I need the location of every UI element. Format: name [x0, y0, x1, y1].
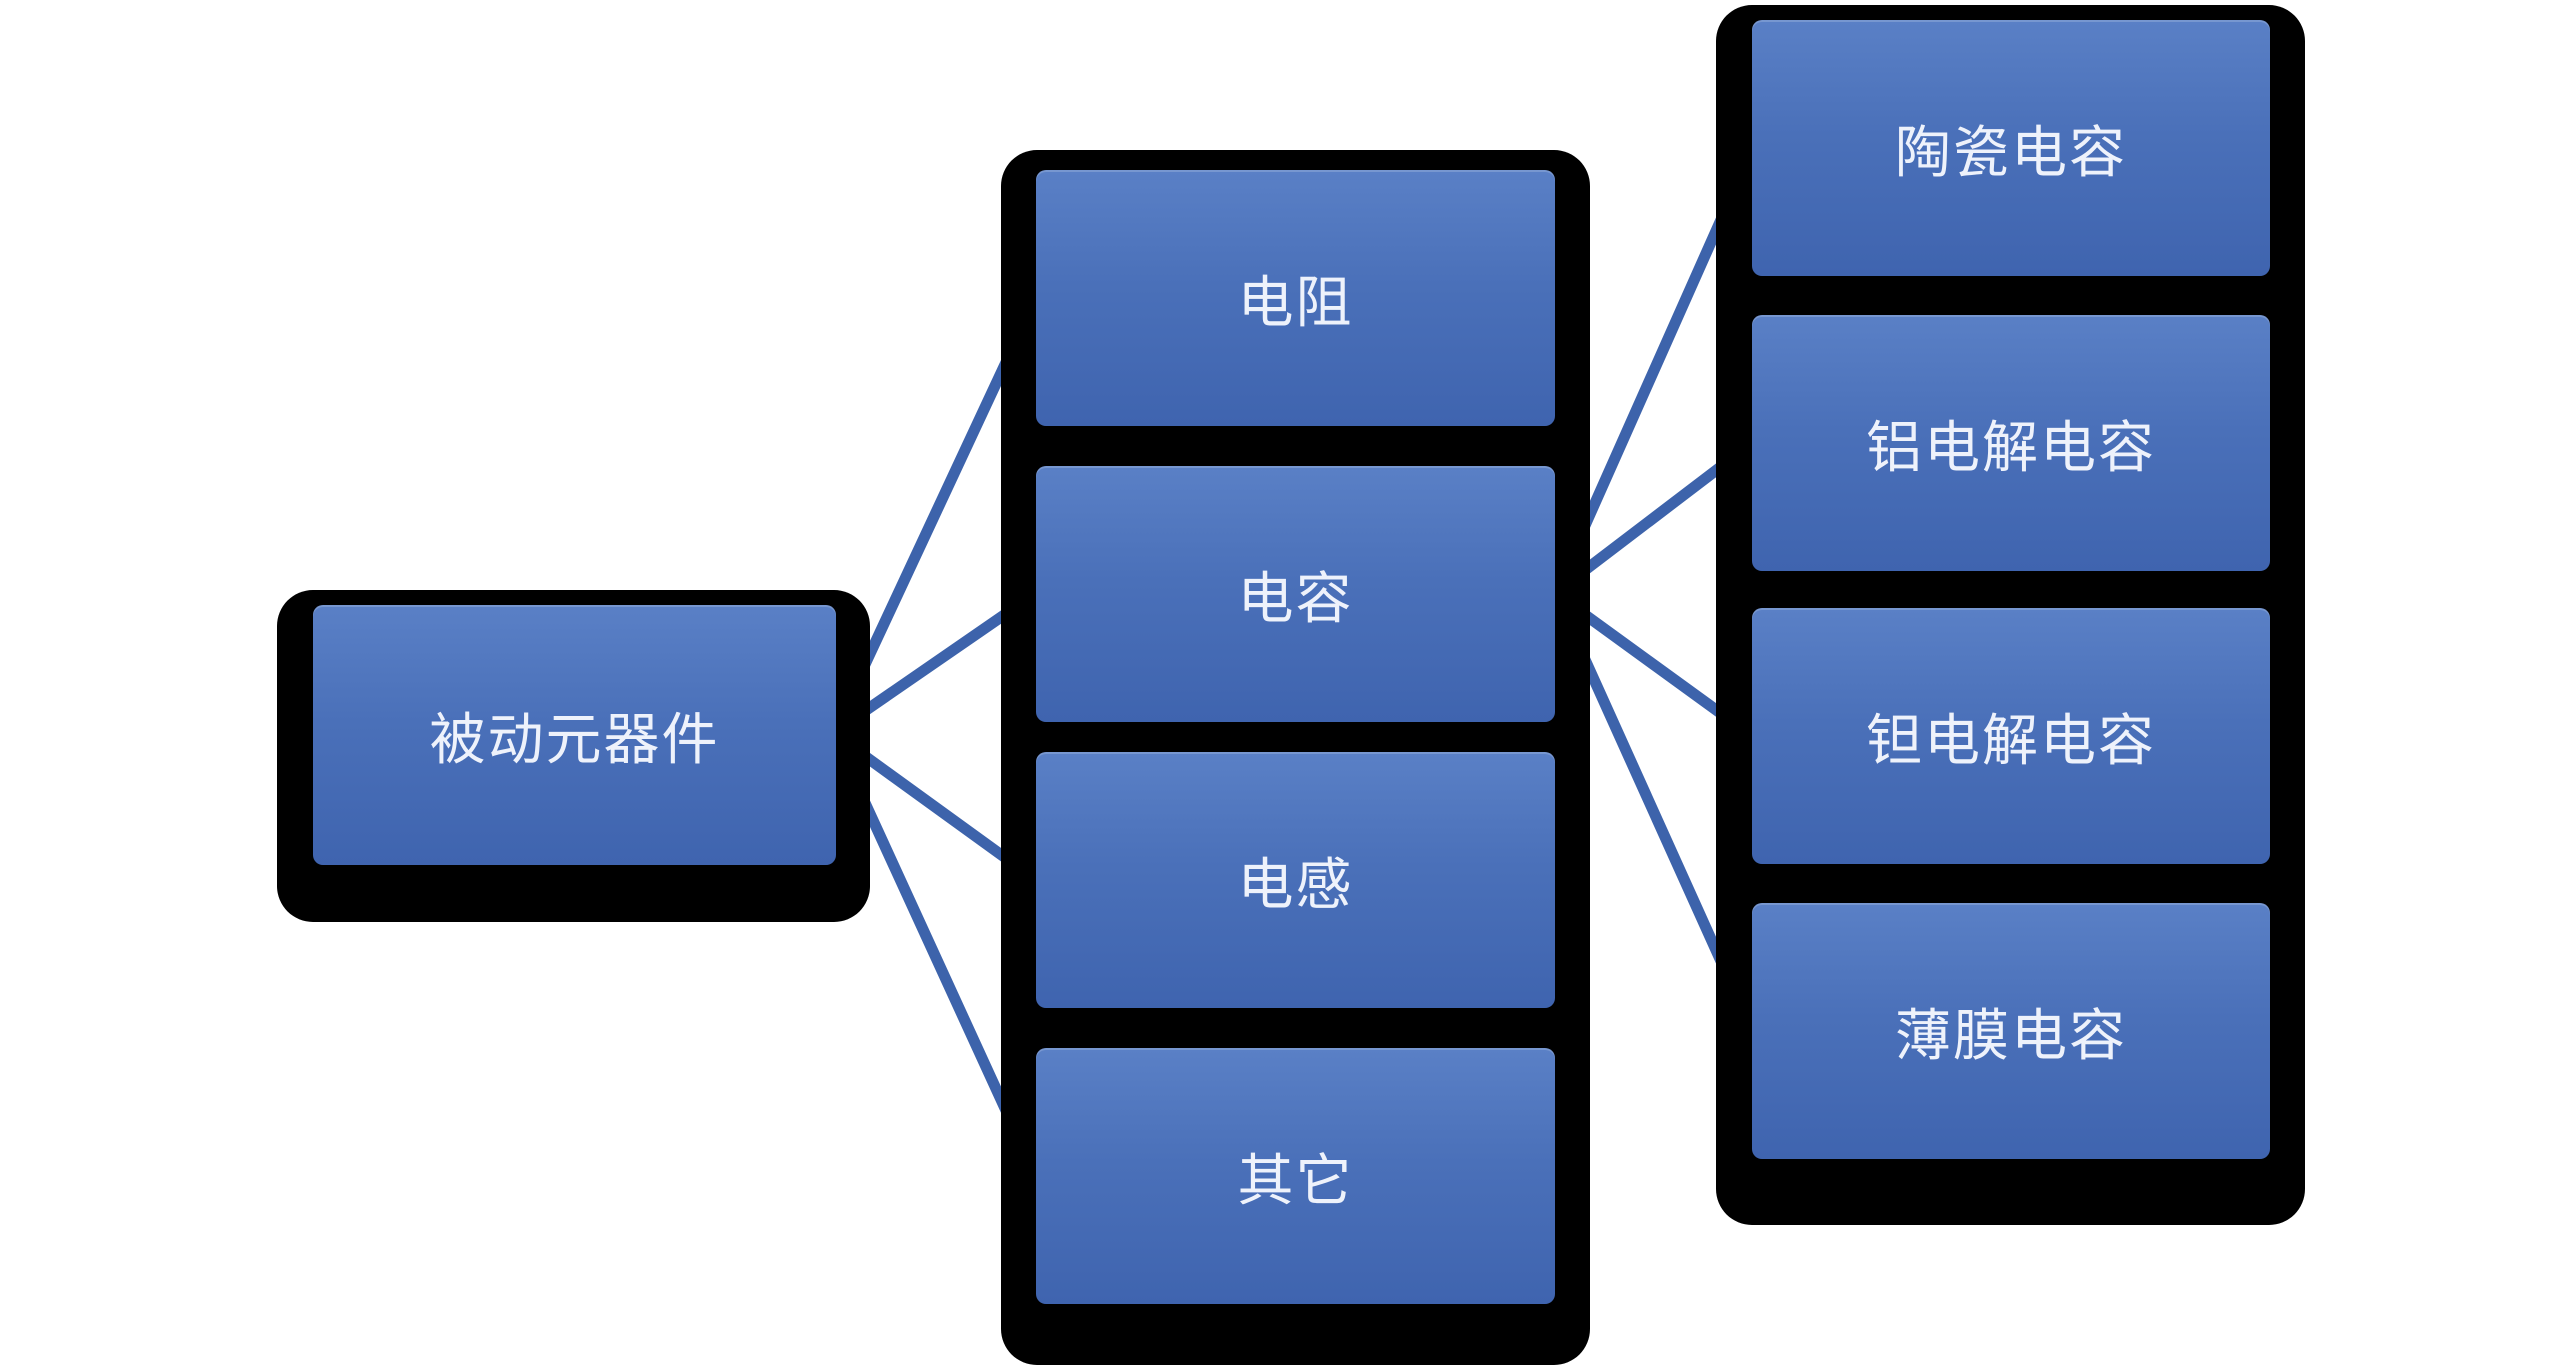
category-node-other: 其它: [1036, 1048, 1555, 1304]
category-node-resistor: 电阻: [1036, 170, 1555, 426]
category-label-inductor: 电感: [1237, 852, 1354, 918]
category-label-resistor: 电阻: [1237, 270, 1354, 336]
capacitor-type-node-tantalum: 钽电解电容: [1752, 608, 2270, 864]
root-node-label: 被动元器件: [429, 707, 720, 773]
category-label-other: 其它: [1237, 1148, 1354, 1214]
category-label-capacitor: 电容: [1237, 566, 1354, 632]
category-node-capacitor: 电容: [1036, 466, 1555, 722]
capacitor-type-label-ceramic: 陶瓷电容: [1895, 120, 2127, 186]
capacitor-type-node-film: 薄膜电容: [1752, 903, 2270, 1159]
capacitor-type-label-film: 薄膜电容: [1895, 1003, 2127, 1069]
capacitor-type-node-aluminum: 铝电解电容: [1752, 315, 2270, 571]
root-node: 被动元器件: [313, 605, 836, 865]
category-node-inductor: 电感: [1036, 752, 1555, 1008]
capacitor-type-label-aluminum: 铝电解电容: [1866, 415, 2156, 481]
capacitor-type-label-tantalum: 钽电解电容: [1866, 708, 2156, 774]
capacitor-type-node-ceramic: 陶瓷电容: [1752, 20, 2270, 276]
